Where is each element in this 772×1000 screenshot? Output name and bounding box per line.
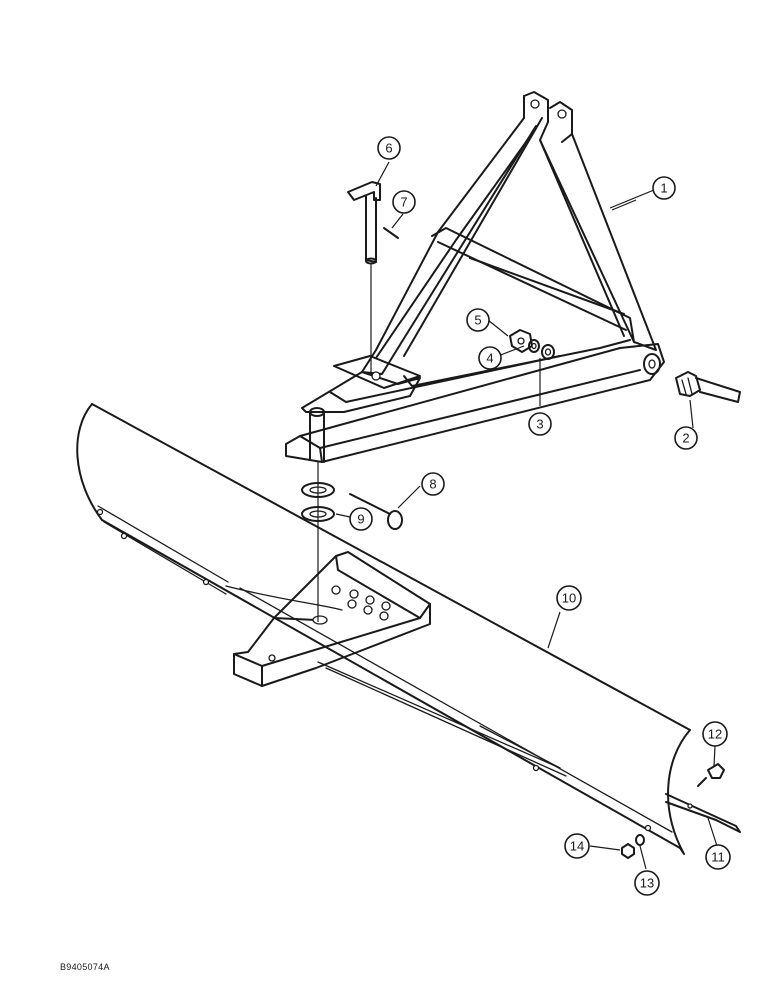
callout-2: 2: [674, 426, 698, 450]
pivot-post: [309, 407, 325, 463]
callout-13: 13: [634, 870, 660, 896]
l-pin: [347, 181, 381, 265]
svg-text:9: 9: [357, 512, 364, 527]
figure-code: B9405074A: [60, 962, 110, 972]
svg-text:2: 2: [682, 431, 689, 446]
svg-text:1: 1: [660, 181, 667, 196]
callout-10: 10: [556, 585, 582, 611]
svg-text:7: 7: [400, 195, 407, 210]
skid-shoe: [665, 793, 741, 833]
svg-text:13: 13: [640, 876, 654, 891]
cotter-pin: [383, 227, 399, 239]
svg-text:12: 12: [708, 727, 722, 742]
svg-text:8: 8: [429, 477, 436, 492]
callout-3: 3: [528, 412, 552, 436]
svg-text:3: 3: [536, 417, 543, 432]
callout-11: 11: [705, 844, 731, 870]
bolt: [697, 763, 725, 787]
callout-7: 7: [392, 190, 416, 214]
lower-link-pin: [675, 371, 741, 403]
nut-and-washer: [621, 834, 645, 859]
svg-text:6: 6: [385, 141, 392, 156]
leader-lines: [317, 161, 718, 870]
callout-12: 12: [702, 721, 728, 747]
svg-text:11: 11: [711, 850, 725, 865]
blade-mount-bracket: [233, 551, 431, 687]
retainer-clip: [349, 493, 403, 530]
callout-6: 6: [377, 136, 401, 160]
callout-5: 5: [466, 308, 490, 332]
callout-8: 8: [421, 472, 445, 496]
hitch-frame: [285, 91, 665, 463]
callout-1: 1: [652, 176, 676, 200]
hardware-nut-washers: [509, 329, 555, 360]
callout-9: 9: [349, 507, 373, 531]
callout-4: 4: [478, 346, 502, 370]
svg-text:4: 4: [486, 351, 493, 366]
grader-blade: [76, 403, 691, 855]
svg-text:10: 10: [562, 591, 576, 606]
svg-text:14: 14: [570, 839, 584, 854]
callout-14: 14: [564, 833, 590, 859]
svg-text:5: 5: [474, 313, 481, 328]
